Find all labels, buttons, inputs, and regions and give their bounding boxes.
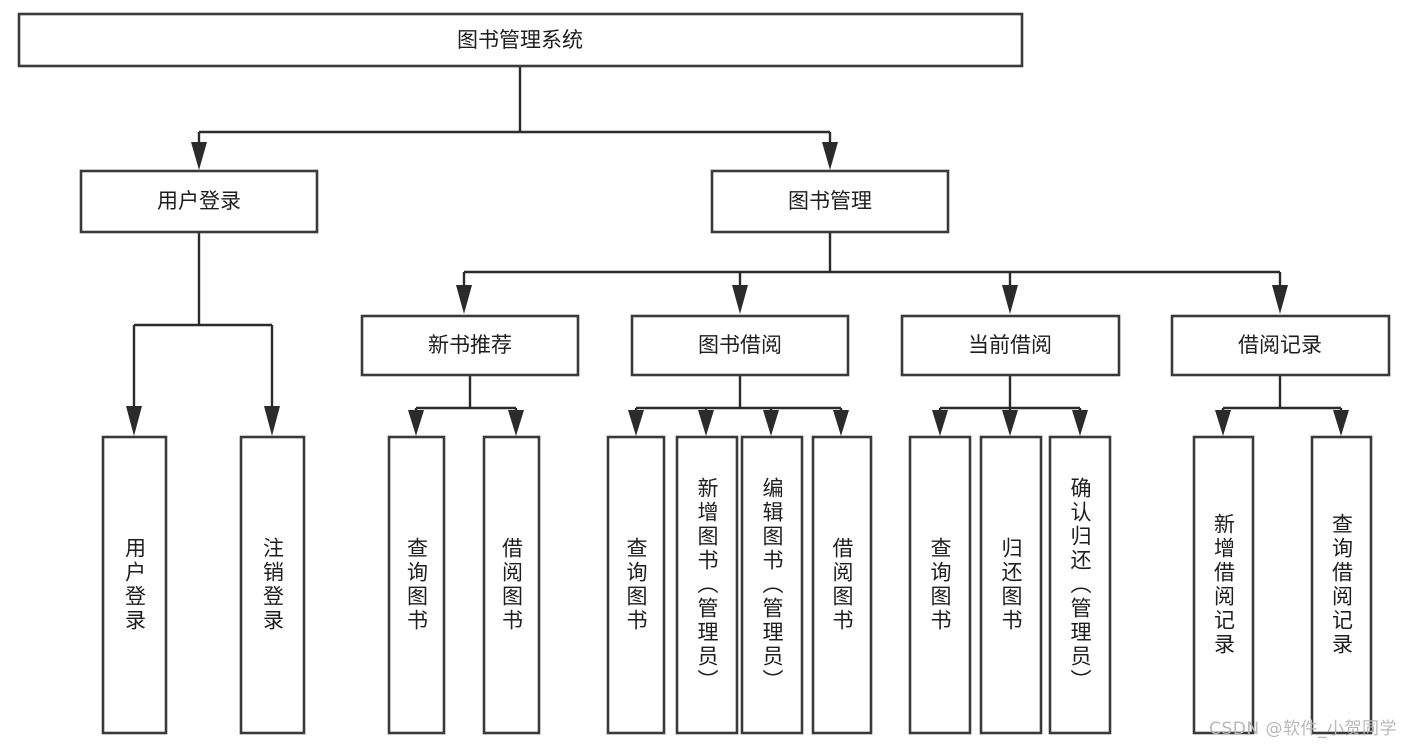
node-user-login[interactable] xyxy=(79,169,319,234)
arrow-head-leaf-user-login xyxy=(126,406,142,436)
arrow-head-leaf-edit-book-admin xyxy=(763,410,779,436)
node-user-login-label: 用户登录 xyxy=(157,189,241,213)
arrow-head-leaf-user-logout xyxy=(264,406,280,436)
arrow-head-leaf-add-borrow-record xyxy=(1215,410,1231,436)
node-book-borrow[interactable] xyxy=(630,314,850,377)
node-leaf-query-book-2[interactable] xyxy=(606,435,666,735)
node-leaf-confirm-return-admin[interactable] xyxy=(1048,435,1112,735)
node-leaf-borrow-book-2[interactable] xyxy=(811,435,873,735)
arrow-head-leaf-query-borrow-record xyxy=(1333,410,1349,436)
arrow-head-leaf-return-book xyxy=(1002,410,1018,436)
node-leaf-add-book-admin[interactable] xyxy=(675,435,739,735)
watermark-text: CSDN @软件_小贺同学 xyxy=(1209,719,1397,739)
node-leaf-user-logout[interactable] xyxy=(239,435,306,735)
node-borrow-record[interactable] xyxy=(1170,314,1391,377)
arrow-head-borrow-record xyxy=(1272,285,1288,314)
node-leaf-query-book-3[interactable] xyxy=(908,435,972,735)
arrow-head-leaf-add-book-admin xyxy=(698,410,714,436)
node-current-borrow-label: 当前借阅 xyxy=(968,333,1052,357)
node-leaf-query-book-1[interactable] xyxy=(387,435,446,735)
arrow-head-leaf-borrow-book-2 xyxy=(833,410,849,436)
arrow-head-user-login xyxy=(191,142,207,170)
node-current-borrow[interactable] xyxy=(900,314,1121,377)
nodes: 图书管理系统 用户登录 图书管理 新书推荐 图书借阅 当前借阅 借阅记录 xyxy=(17,12,1391,735)
node-leaf-user-login[interactable] xyxy=(101,435,168,735)
arrow-head-leaf-query-book-3 xyxy=(932,410,948,436)
arrow-head-book-management xyxy=(822,142,838,170)
arrow-head-leaf-query-book-1 xyxy=(408,410,424,436)
node-root-label: 图书管理系统 xyxy=(457,28,583,52)
node-borrow-record-label: 借阅记录 xyxy=(1238,333,1322,357)
arrow-head-leaf-confirm-return-admin xyxy=(1072,410,1088,436)
node-leaf-return-book[interactable] xyxy=(979,435,1043,735)
node-book-management-label: 图书管理 xyxy=(788,189,872,213)
node-leaf-query-borrow-record[interactable] xyxy=(1310,435,1373,735)
arrow-head-current-borrow xyxy=(1002,285,1018,314)
node-new-book-recommend[interactable] xyxy=(360,314,580,377)
connectors xyxy=(126,66,1349,436)
node-new-book-recommend-label: 新书推荐 xyxy=(428,333,512,357)
node-book-borrow-label: 图书借阅 xyxy=(698,333,782,357)
arrow-head-leaf-query-book-2 xyxy=(628,410,644,436)
node-root[interactable] xyxy=(17,12,1024,68)
arrow-head-leaf-borrow-book-1 xyxy=(508,410,524,436)
node-leaf-add-borrow-record[interactable] xyxy=(1192,435,1255,735)
arrow-head-new-book-recommend xyxy=(456,285,472,314)
node-leaf-borrow-book-1[interactable] xyxy=(482,435,541,735)
node-book-management[interactable] xyxy=(710,169,950,234)
node-leaf-edit-book-admin[interactable] xyxy=(740,435,804,735)
arrow-head-book-borrow xyxy=(732,285,748,314)
